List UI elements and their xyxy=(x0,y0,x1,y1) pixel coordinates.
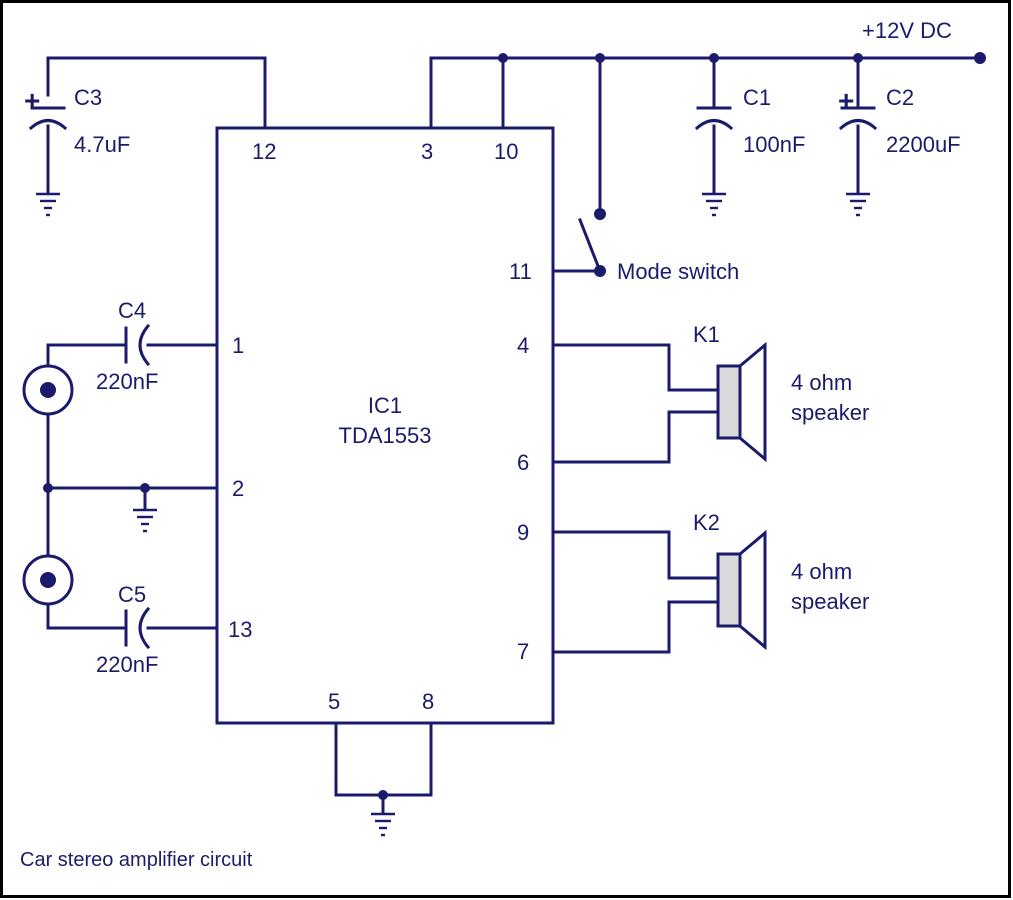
junction-dot xyxy=(140,483,150,493)
pin-label-5: 5 xyxy=(328,689,340,714)
pin-label-6: 6 xyxy=(517,450,529,475)
junction-dots xyxy=(43,52,986,800)
input-jack-2-icon xyxy=(22,554,74,606)
c1-capacitor xyxy=(694,106,734,131)
switch-contact-top xyxy=(594,208,606,220)
wire-supply-rail xyxy=(429,56,982,130)
junction-dot xyxy=(595,53,605,63)
c5-ref: C5 xyxy=(118,582,146,607)
k2-ref: K2 xyxy=(693,510,720,535)
ic-ref: IC1 xyxy=(368,393,402,418)
c5-capacitor xyxy=(124,606,151,650)
pin-label-1: 1 xyxy=(232,333,244,358)
junction-dot xyxy=(853,53,863,63)
k1-line1: 4 ohm xyxy=(791,370,852,395)
wire-c3-pin12 xyxy=(46,56,267,130)
pin-label-3: 3 xyxy=(421,139,433,164)
supply-terminal xyxy=(974,52,986,64)
junction-dot xyxy=(498,53,508,63)
speaker-k1-icon xyxy=(716,341,767,463)
c4-ref: C4 xyxy=(118,298,146,323)
pin-label-4: 4 xyxy=(517,333,529,358)
junction-dot xyxy=(378,790,388,800)
mode-switch-blade xyxy=(578,218,600,268)
junction-dot xyxy=(43,483,53,493)
input-jack-1-icon xyxy=(22,364,74,416)
k1-ref: K1 xyxy=(693,322,720,347)
junction-dot xyxy=(709,53,719,63)
k2-line1: 4 ohm xyxy=(791,559,852,584)
c4-capacitor xyxy=(124,323,151,367)
pin-label-8: 8 xyxy=(422,689,434,714)
ground-input-icon xyxy=(133,508,157,533)
c3-capacitor xyxy=(28,106,68,131)
mode-switch-label: Mode switch xyxy=(617,259,739,284)
pin-label-10: 10 xyxy=(494,139,518,164)
c3-polarity: + xyxy=(24,85,40,116)
c2-capacitor xyxy=(838,106,878,131)
diagram-title: Car stereo amplifier circuit xyxy=(20,849,253,871)
switch-contact-bottom xyxy=(594,265,606,277)
c1-value: 100nF xyxy=(743,132,805,157)
c3-value: 4.7uF xyxy=(74,132,130,157)
c2-ref: C2 xyxy=(886,85,914,110)
pin-labels: 12 3 10 11 1 2 13 4 6 9 7 5 8 xyxy=(228,139,532,714)
pin-label-7: 7 xyxy=(517,639,529,664)
c4-value: 220nF xyxy=(96,369,158,394)
wire-pin7-k2 xyxy=(551,600,720,654)
k1-line2: speaker xyxy=(791,400,869,425)
c2-value: 2200uF xyxy=(886,132,961,157)
c2-polarity: + xyxy=(838,85,854,116)
supply-label: +12V DC xyxy=(862,18,952,43)
component-labels: +12V DC + C3 4.7uF C1 100nF + C2 2200uF … xyxy=(20,18,961,871)
pin-label-11: 11 xyxy=(509,259,532,284)
wires xyxy=(46,56,982,814)
ic-part: TDA1553 xyxy=(339,423,432,448)
c1-ref: C1 xyxy=(743,85,771,110)
wire-pin4-k1 xyxy=(551,343,720,392)
wire-pin9-k2 xyxy=(551,530,720,580)
pin-label-13: 13 xyxy=(228,617,252,642)
ground-c2-icon xyxy=(846,192,870,217)
c3-ref: C3 xyxy=(74,85,102,110)
pin-label-2: 2 xyxy=(232,476,244,501)
ground-c1-icon xyxy=(702,192,726,217)
c5-value: 220nF xyxy=(96,652,158,677)
ground-c3-icon xyxy=(36,192,60,217)
pin-label-12: 12 xyxy=(252,139,276,164)
pin-label-9: 9 xyxy=(517,520,529,545)
speaker-k2-icon xyxy=(716,529,767,651)
ic1-body xyxy=(215,126,555,725)
wire-pin6-k1 xyxy=(551,410,720,464)
ground-ic-icon xyxy=(371,812,395,837)
k2-line2: speaker xyxy=(791,589,869,614)
wire-in2-c5 xyxy=(46,602,128,630)
